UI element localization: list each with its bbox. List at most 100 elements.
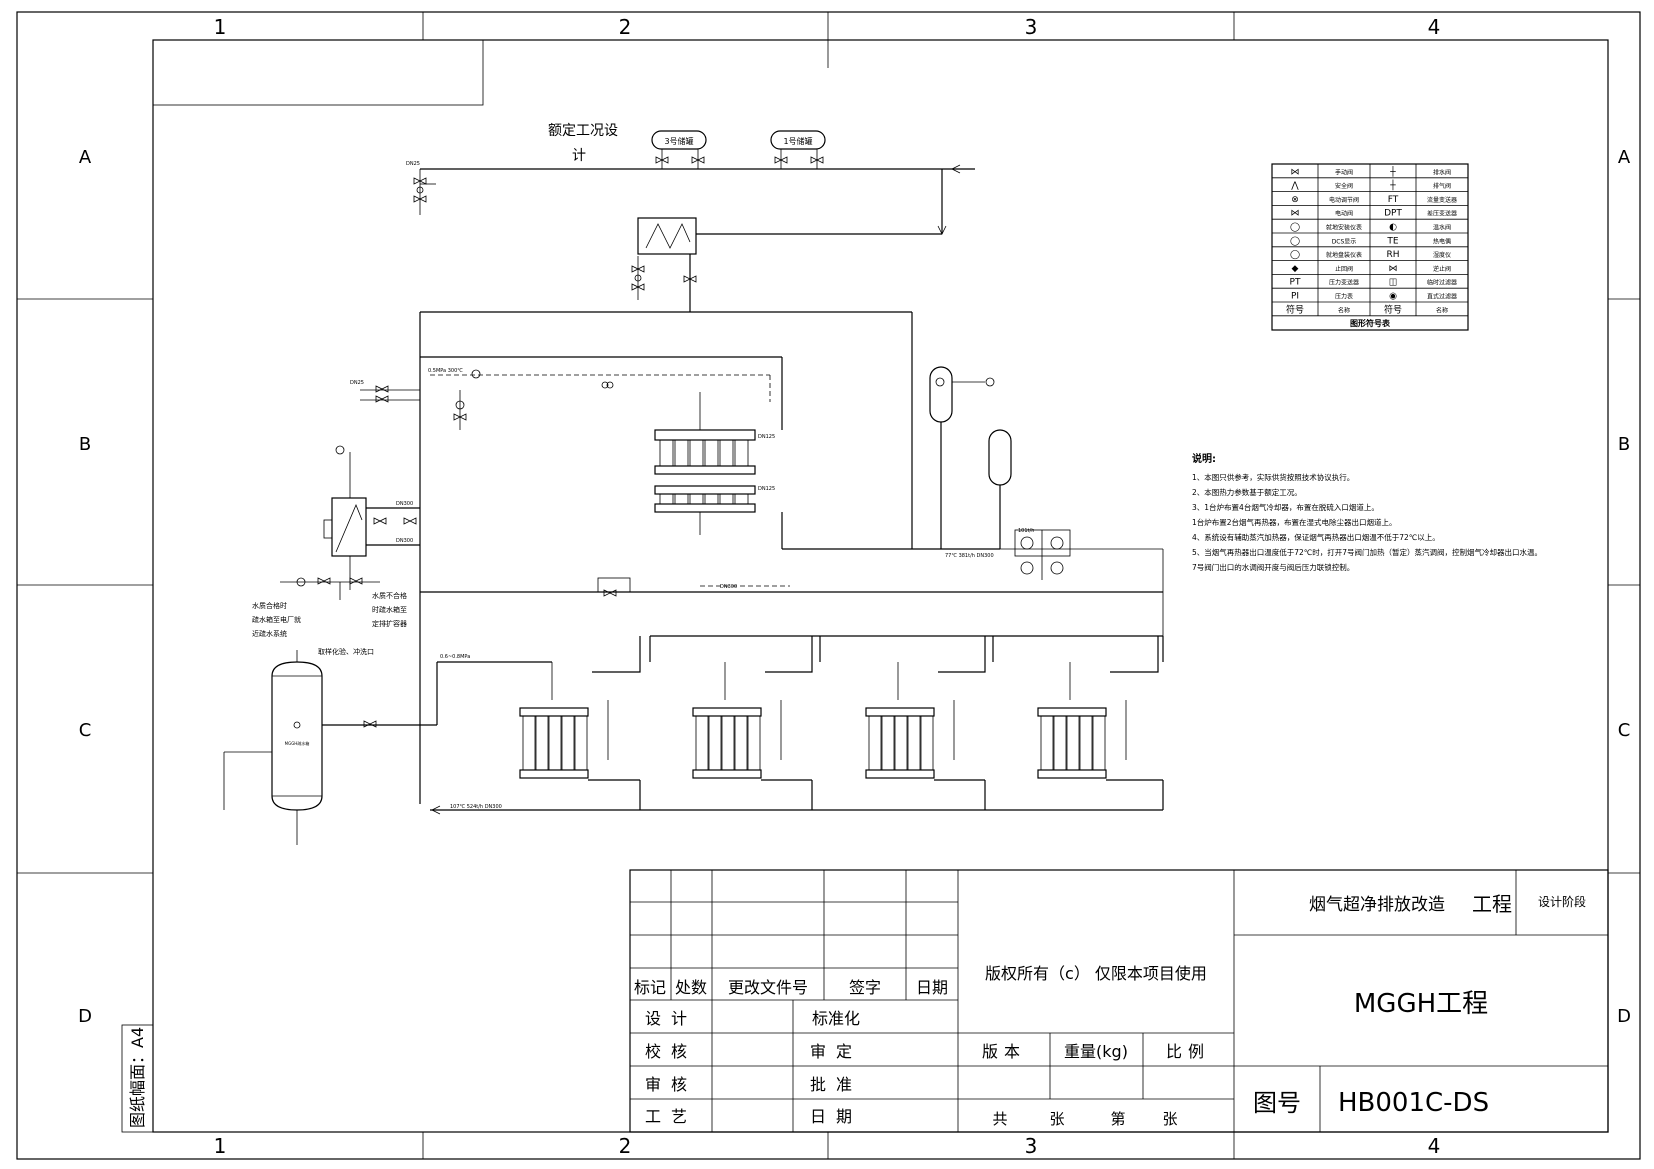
upper-heat-exchanger-bank-1 bbox=[654, 429, 756, 475]
dn125-label-lower: DN125 bbox=[758, 486, 775, 492]
row-label-c-left: C bbox=[79, 720, 92, 741]
water-ok-line3: 近疏水系统 bbox=[252, 629, 287, 638]
lower-heat-exchanger-unit-2 bbox=[692, 636, 813, 779]
header-size-label: DN25 bbox=[406, 161, 420, 167]
sheet-size-box: 图纸幅面：A4 bbox=[121, 1024, 154, 1133]
sheet-count-total: 共 bbox=[992, 1110, 1007, 1128]
attr-weight: 重量(kg) bbox=[1064, 1042, 1128, 1061]
legend-symbol: ⋈ bbox=[1291, 167, 1300, 177]
notes-heading: 说明: bbox=[1192, 452, 1216, 465]
legend-name: 排气阀 bbox=[1433, 182, 1451, 190]
note-7: 7号阀门出口的水调阀开度与阀后压力联锁控制。 bbox=[1192, 562, 1354, 572]
dn300b-label-left: DN300 bbox=[396, 538, 413, 544]
column-label-4-top: 4 bbox=[1428, 15, 1441, 39]
column-label-3-top: 3 bbox=[1025, 15, 1038, 39]
legend-symbol: FT bbox=[1388, 195, 1399, 205]
sheet-count-sheets: 张 bbox=[1049, 1110, 1064, 1128]
legend-name: 温水阀 bbox=[1433, 224, 1451, 232]
legend-header-cell: 符号 bbox=[1286, 303, 1304, 315]
legend-symbol: ⋈ bbox=[1291, 209, 1300, 219]
auxiliary-heat-exchanger bbox=[323, 497, 367, 557]
storage-tank-1-label: 1号储罐 bbox=[783, 136, 812, 146]
role-ratify: 批准 bbox=[810, 1075, 862, 1094]
row-label-a-left: A bbox=[79, 147, 92, 168]
sheet-count-sheet: 张 bbox=[1162, 1110, 1177, 1128]
legend-symbol: ◯ bbox=[1290, 250, 1300, 260]
steam-in-label: 0.5MPa 300℃ bbox=[428, 368, 463, 374]
legend-symbol: ⋀ bbox=[1290, 181, 1299, 191]
legend-symbol: ┼ bbox=[1389, 179, 1396, 191]
water-bad-line2: 时疏水箱至 bbox=[372, 605, 407, 614]
storage-tank-1: 1号储罐 bbox=[770, 130, 826, 150]
project-name: 烟气超净排放改造 bbox=[1309, 895, 1445, 915]
water-bad-line1: 水质不合格 bbox=[372, 591, 407, 600]
dn300-label-left: DN300 bbox=[396, 501, 413, 507]
attr-scale: 比例 bbox=[1166, 1042, 1210, 1061]
note-2: 2、本图热力参数基于额定工况。 bbox=[1192, 487, 1302, 497]
drawing-number: HB001C-DS bbox=[1338, 1088, 1489, 1118]
bottom-flow-label: 107℃ 524t/h DN300 bbox=[450, 804, 502, 810]
column-label-2-bottom: 2 bbox=[619, 1134, 632, 1158]
legend-header-cell: 名称 bbox=[1436, 306, 1448, 314]
column-label-2-top: 2 bbox=[619, 15, 632, 39]
lower-heat-exchanger-unit-1 bbox=[519, 636, 641, 779]
row-label-d-left: D bbox=[78, 1006, 92, 1027]
row-label-b-left: B bbox=[79, 434, 91, 455]
sheet-size-label: 图纸幅面：A4 bbox=[128, 1027, 147, 1128]
attr-version: 版本 bbox=[982, 1042, 1026, 1061]
copyright-text: 版权所有（c） 仅限本项目使用 bbox=[985, 964, 1207, 983]
lower-heat-exchanger-unit-3 bbox=[865, 636, 986, 779]
notes: 说明: 1、本图只供参考，实际供货按照技术协议执行。 2、本图热力参数基于额定工… bbox=[1192, 452, 1542, 572]
legend-symbol: PI bbox=[1291, 292, 1299, 302]
legend-name: 差压变送器 bbox=[1427, 210, 1457, 218]
role-check: 校核 bbox=[645, 1042, 697, 1061]
row-label-d-right: D bbox=[1617, 1006, 1631, 1027]
legend-name: 压力变送器 bbox=[1329, 279, 1359, 287]
upper-heat-exchanger-bank-2 bbox=[654, 485, 756, 513]
role-date: 日期 bbox=[810, 1107, 862, 1126]
water-ok-line2: 疏水箱至电厂就 bbox=[252, 615, 301, 624]
return-flow-label: 77℃ 381t/h DN300 bbox=[945, 553, 994, 559]
legend-title: 图形符号表 bbox=[1350, 318, 1391, 328]
legend-name: 逆止阀 bbox=[1433, 265, 1451, 273]
legend-name: DCS显示 bbox=[1332, 238, 1357, 245]
note-6: 5、当烟气再热器出口温度低于72℃时，打开7号阀门加热（暂定）蒸汽调阀，控制烟气… bbox=[1192, 547, 1542, 557]
legend-symbol: ◯ bbox=[1290, 223, 1300, 233]
legend-symbol: RH bbox=[1386, 250, 1399, 260]
role-review: 审核 bbox=[645, 1075, 697, 1094]
note-3: 3、1台炉布置4台烟气冷却器，布置在脱硫入口烟道上。 bbox=[1192, 502, 1379, 512]
row-label-a-right: A bbox=[1618, 147, 1631, 168]
pump-flow-label: 101t/h bbox=[1018, 528, 1034, 534]
legend-name: 电动阀 bbox=[1335, 210, 1353, 218]
legend-symbol: ◯ bbox=[1290, 236, 1300, 246]
rev-header-doc: 更改文件号 bbox=[728, 978, 808, 997]
legend-name: 手动阀 bbox=[1335, 168, 1353, 176]
role-design: 设计 bbox=[645, 1009, 697, 1028]
legend-name: 排水阀 bbox=[1433, 168, 1451, 176]
legend-symbol: PT bbox=[1290, 278, 1301, 288]
legend-name: 压力表 bbox=[1335, 293, 1353, 301]
drawing-number-label: 图号 bbox=[1253, 1089, 1301, 1117]
dn125-label-upper: DN125 bbox=[758, 434, 775, 440]
legend-symbol: ◐ bbox=[1389, 223, 1397, 233]
legend-header-cell: 符号 bbox=[1384, 303, 1402, 315]
note-5: 4、系统设有辅助蒸汽加热器，保证烟气再热器出口烟温不低于72℃以上。 bbox=[1192, 532, 1440, 542]
steam-separator-2 bbox=[988, 429, 1012, 486]
rev-header-count: 处数 bbox=[675, 978, 707, 997]
role-approve: 审定 bbox=[810, 1042, 862, 1061]
hot-water-label: DN300 bbox=[720, 584, 737, 590]
legend-name: 就地安装仪表 bbox=[1326, 224, 1362, 232]
legend-symbol: ◆ bbox=[1292, 264, 1299, 274]
steam-separator-1 bbox=[929, 366, 953, 423]
column-label-1-bottom: 1 bbox=[214, 1134, 227, 1158]
mggh-drain-tank: MGGH疏水箱 bbox=[271, 661, 323, 811]
design-stage: 设计阶段 bbox=[1538, 894, 1586, 909]
lower-heat-exchanger-unit-4 bbox=[1037, 636, 1159, 779]
mggh-drain-tank-label: MGGH疏水箱 bbox=[285, 740, 310, 746]
legend-name: 流量变送器 bbox=[1427, 196, 1457, 204]
column-label-4-bottom: 4 bbox=[1428, 1134, 1441, 1158]
legend-header-cell: 名称 bbox=[1338, 306, 1350, 314]
storage-tank-3-label: 3号储罐 bbox=[664, 136, 693, 146]
